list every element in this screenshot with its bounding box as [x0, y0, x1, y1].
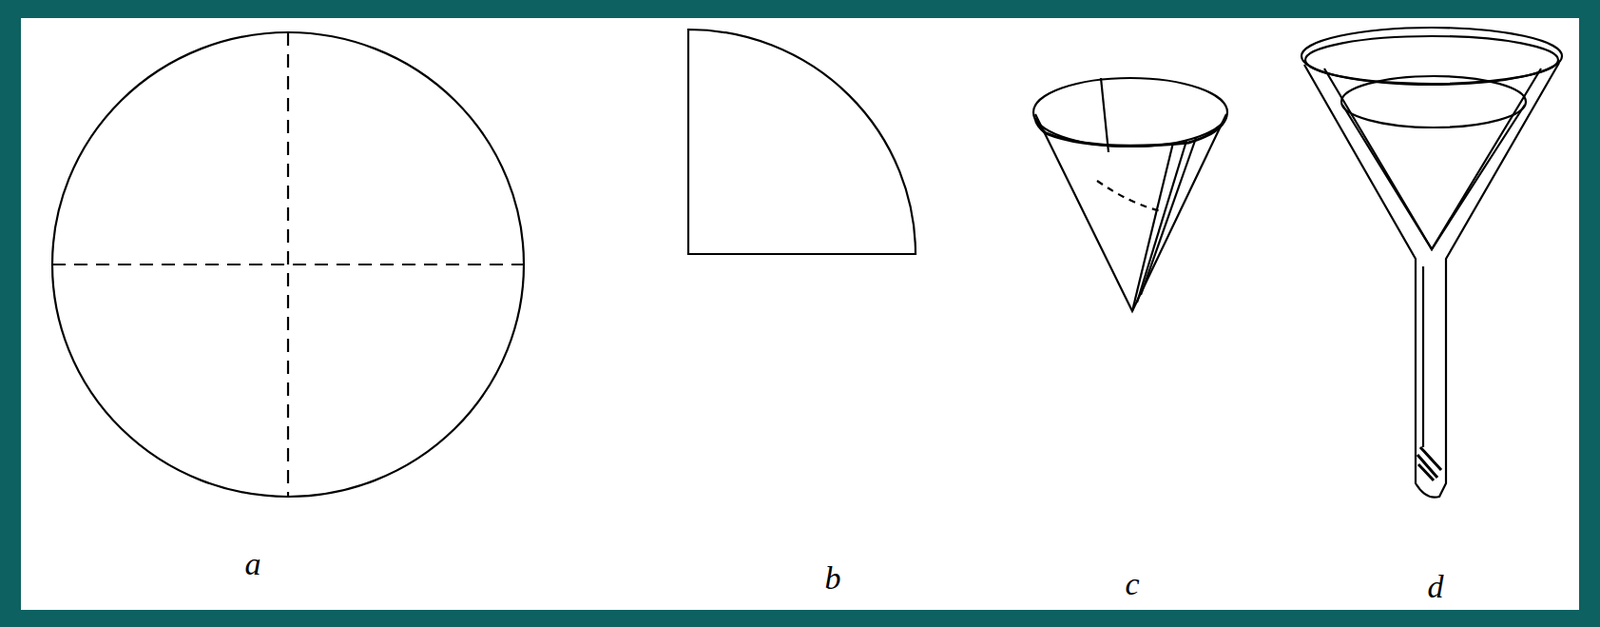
fold-line — [287, 32, 290, 497]
figure-letter: a — [245, 545, 262, 582]
figure-letter: b — [825, 559, 842, 597]
white-panel — [20, 18, 1580, 610]
figure-letter: d — [1427, 568, 1445, 605]
paper-cone — [1033, 77, 1228, 311]
figure-letter: c — [1124, 565, 1139, 602]
paper-circle — [52, 32, 524, 497]
funnel — [1301, 27, 1562, 498]
fold-line — [52, 263, 524, 266]
folded-quarter — [688, 29, 916, 254]
